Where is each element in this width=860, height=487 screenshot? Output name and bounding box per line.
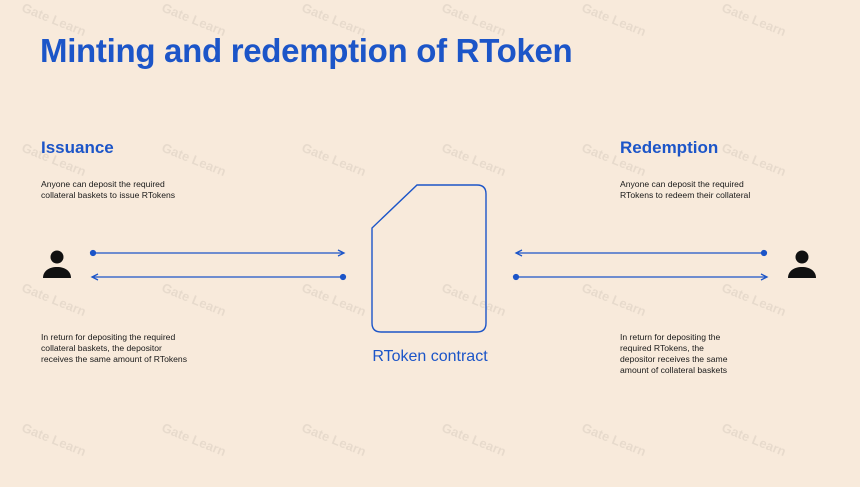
- text-line: collateral baskets, the depositor: [41, 343, 162, 353]
- contract-document-icon: [371, 184, 487, 333]
- text-line: RTokens to redeem their collateral: [620, 190, 751, 200]
- redemption-deposit-text: Anyone can deposit the required RTokens …: [620, 179, 750, 201]
- text-line: amount of collateral baskets: [620, 365, 728, 375]
- text-line: In return for depositing the required: [41, 332, 176, 342]
- text-line: Anyone can deposit the required: [620, 179, 744, 189]
- text-line: required RTokens, the: [620, 343, 704, 353]
- text-line: collateral baskets to issue RTokens: [41, 190, 176, 200]
- issuance-return-text: In return for depositing the required co…: [41, 332, 187, 365]
- redemption-deposit-arrow: [514, 249, 768, 257]
- text-line: depositor receives the same: [620, 354, 728, 364]
- issuance-heading: Issuance: [41, 138, 114, 157]
- redemption-return-text: In return for depositing the required RT…: [620, 332, 727, 376]
- redemption-return-arrow: [512, 273, 769, 281]
- issuance-deposit-text: Anyone can deposit the required collater…: [41, 179, 175, 201]
- contract-label: RToken contract: [372, 348, 488, 365]
- issuer-person-icon: [43, 250, 71, 278]
- page-title: Minting and redemption of RToken: [40, 32, 573, 69]
- text-line: Anyone can deposit the required: [41, 179, 165, 189]
- issuance-deposit-arrow: [89, 249, 346, 257]
- text-line: In return for depositing the: [620, 332, 721, 342]
- redemption-heading: Redemption: [620, 138, 719, 157]
- issuance-return-arrow: [90, 273, 347, 281]
- text-line: receives the same amount of RTokens: [41, 354, 188, 364]
- redeemer-person-icon: [788, 250, 816, 278]
